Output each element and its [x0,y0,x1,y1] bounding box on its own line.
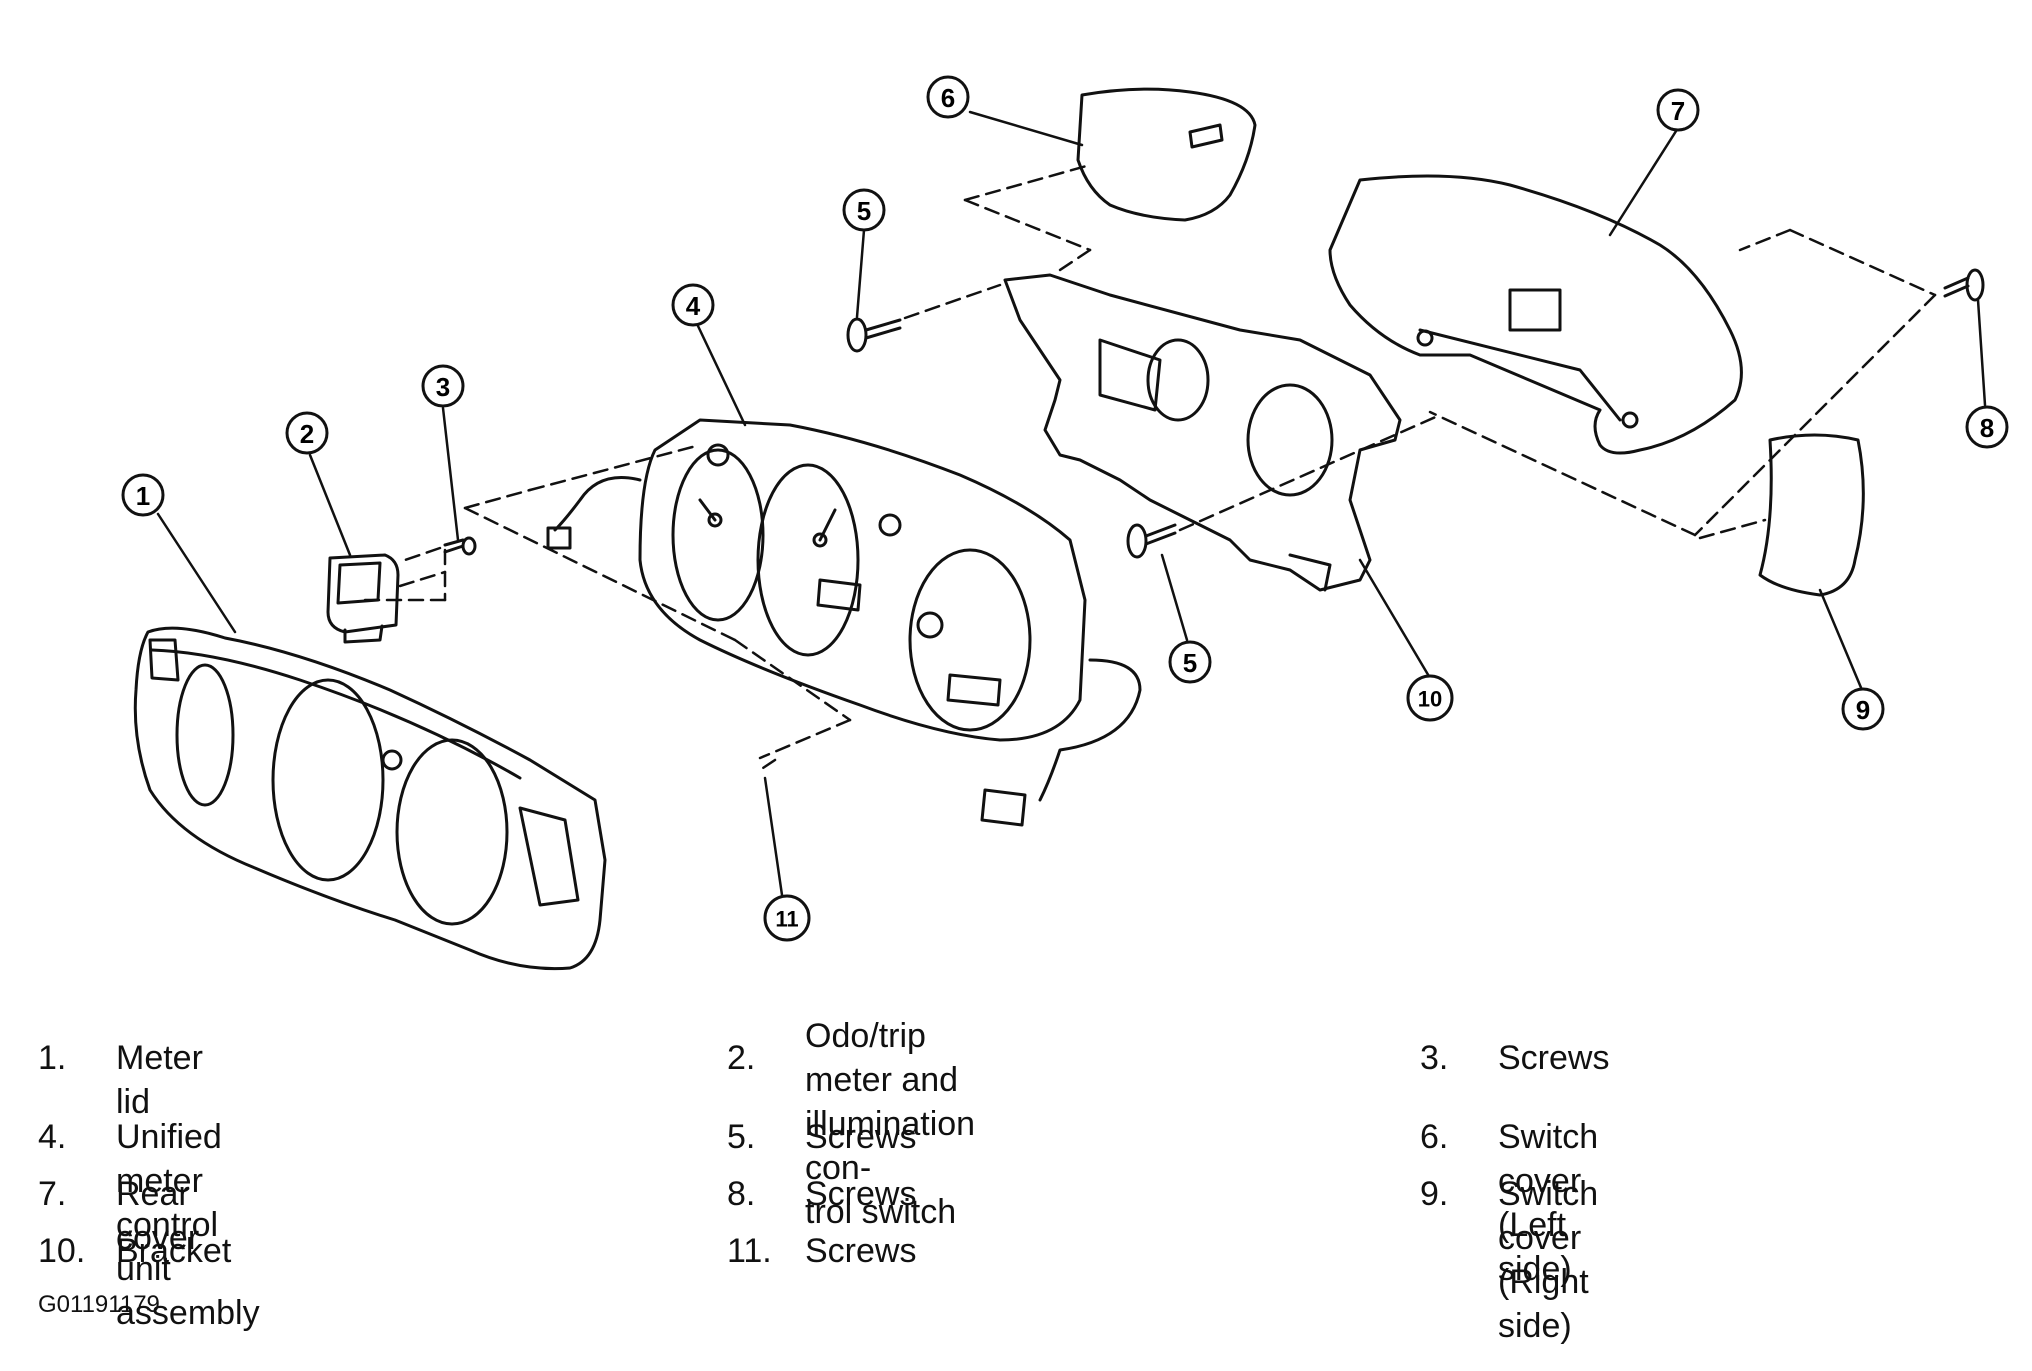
callout-10: 10 [1406,674,1454,722]
legend-label: Switch cover (Right side) [1498,1175,1599,1345]
callout-6: 6 [926,75,970,119]
legend-label: Unified meter control unit assembly [116,1118,260,1332]
svg-text:10: 10 [1418,687,1442,712]
legend-number: 9. [1420,1175,1449,1213]
odo-trip-switch-part [326,553,400,644]
legend-number: 10. [38,1232,86,1270]
assembly-guide-lines [363,163,1937,772]
legend-number: 7. [38,1175,67,1213]
legend-label: Switch cover (Left side) [1498,1118,1599,1288]
legend-number: 2. [727,1039,756,1077]
exploded-view-diagram: 1 2 3 4 5 5 6 7 [121,75,2009,971]
legend-label: Rear cover [116,1175,200,1257]
legend-label: Odo/trip meter and illumination con- tro… [805,1017,976,1231]
svg-text:2: 2 [300,419,314,449]
svg-text:1: 1 [136,481,150,511]
legend-number: 4. [38,1118,67,1156]
legend-label: Meter lid [116,1039,203,1121]
svg-text:8: 8 [1980,413,1994,443]
switch-cover-left-part [1076,87,1257,222]
svg-text:7: 7 [1671,96,1685,126]
screw-3 [443,536,477,556]
callout-5-bottom: 5 [1168,640,1212,684]
bracket-part [1003,273,1402,592]
svg-text:4: 4 [686,291,701,321]
callout-11: 11 [763,894,811,942]
callout-5-top: 5 [842,188,886,232]
callout-2: 2 [285,411,329,455]
meter-unit-part [546,418,1142,827]
svg-text:5: 5 [857,196,871,226]
legend-label: Screws [805,1175,917,1213]
callout-8: 8 [1965,405,2009,449]
legend-number: 1. [38,1039,67,1077]
callout-4: 4 [671,283,715,327]
callout-1: 1 [121,473,165,517]
legend-label: Screws [805,1232,917,1270]
svg-text:3: 3 [436,372,450,402]
callout-9: 9 [1841,687,1885,731]
callout-3: 3 [421,364,465,408]
svg-text:5: 5 [1183,648,1197,678]
legend-number: 11. [727,1232,772,1270]
legend-number: 3. [1420,1039,1449,1077]
svg-text:9: 9 [1856,695,1870,725]
parts-legend: 1. Meter lid 2. Odo/trip meter and illum… [0,1000,2032,1371]
legend-number: 6. [1420,1118,1449,1156]
callout-labels: 1 2 3 4 5 5 6 7 [121,75,2009,942]
screw-5-bottom [1126,523,1177,559]
legend-number: 8. [727,1175,756,1213]
legend-label: Screws [805,1118,917,1156]
switch-cover-right-part [1758,433,1865,597]
svg-text:6: 6 [941,83,955,113]
figure-id: G01191179 [38,1291,160,1318]
legend-label: Screws [1498,1039,1610,1077]
screw-8 [1943,268,1985,302]
callout-7: 7 [1656,88,1700,132]
svg-text:11: 11 [775,907,798,932]
leader-lines [156,110,1987,897]
legend-number: 5. [727,1118,756,1156]
rear-cover-part [1328,174,1743,455]
legend-label: Bracket [116,1232,232,1270]
screw-5-top [846,317,902,353]
meter-lid-part [133,626,607,971]
